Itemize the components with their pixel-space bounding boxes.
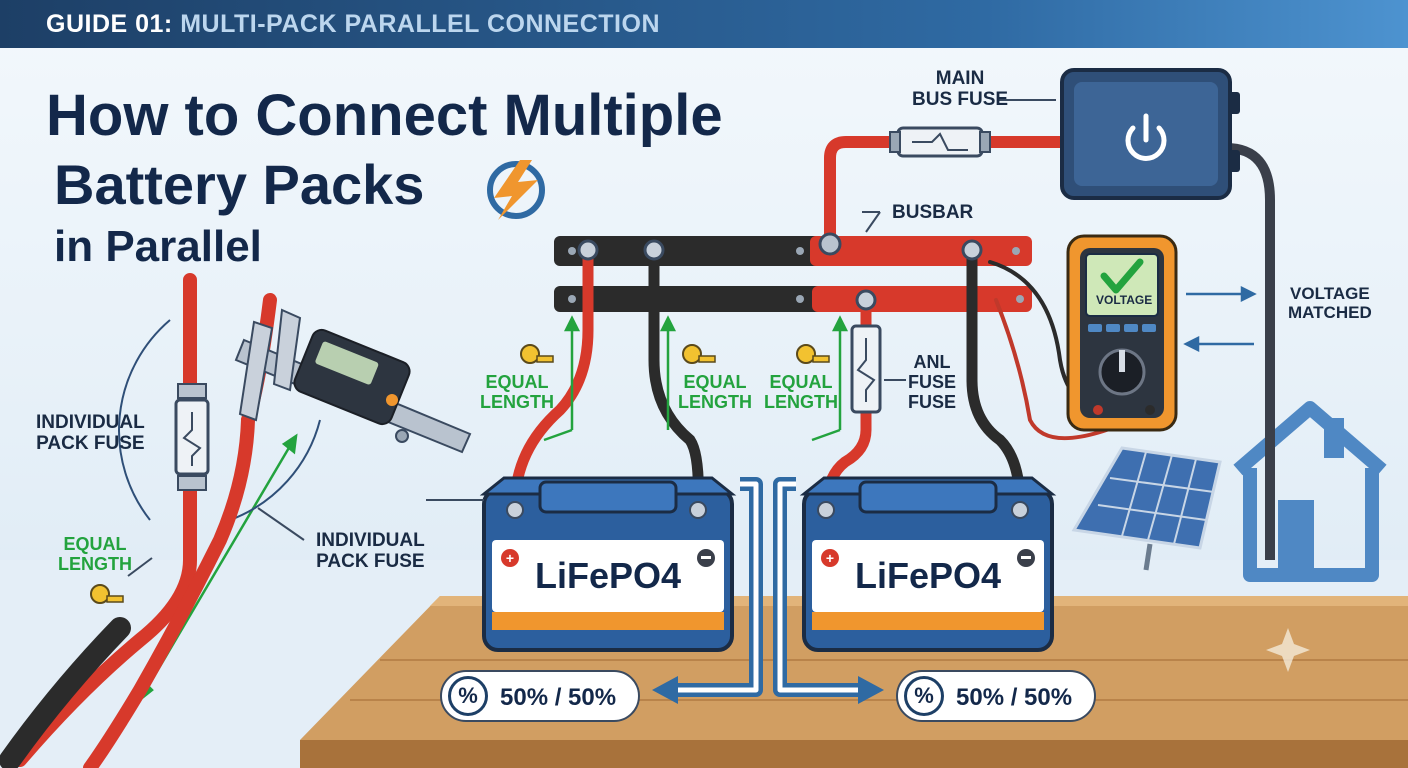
state-of-charge-badge-1: % 50% / 50%: [440, 670, 640, 722]
length-text: LENGTH: [58, 554, 132, 575]
inverter-box: [1060, 68, 1240, 200]
banner-title: GUIDE 01: MULTI-PACK PARALLEL CONNECTION: [46, 10, 660, 39]
inset-fuse: [174, 383, 210, 491]
pack-fuse-label-line-1: INDIVIDUAL: [36, 412, 145, 433]
detail-inset: [118, 319, 321, 521]
length-text: LENGTH: [480, 392, 554, 413]
checkmark-icon: [1100, 258, 1144, 294]
anl-fuse: [850, 324, 882, 414]
anl-fuse-label-line-3: FUSE: [908, 392, 957, 413]
banner-subtitle: MULTI-PACK PARALLEL CONNECTION: [180, 10, 661, 38]
equal-text: EQUAL: [683, 372, 747, 392]
battery-1: +: [479, 476, 737, 652]
busbar-upper: [554, 232, 1032, 266]
pack-fuse-label-line-1: INDIVIDUAL: [316, 530, 425, 551]
tape-measure-icon: [90, 344, 830, 604]
page-title-line-1: How to Connect Multiple: [46, 83, 723, 148]
top-banner: GUIDE 01: MULTI-PACK PARALLEL CONNECTION: [0, 0, 1408, 48]
battery-2: +: [799, 476, 1057, 652]
svg-text:+: +: [506, 550, 514, 566]
main-negative-cable: [1225, 143, 1275, 560]
state-of-charge-value: 50% / 50%: [956, 684, 1073, 711]
multimeter-screen-text: VOLTAGE: [1096, 293, 1153, 307]
page-title-line-3: in Parallel: [54, 222, 262, 271]
equal-length-label-3: EQUAL LENGTH: [764, 372, 838, 412]
main-positive-cable: [824, 136, 1068, 242]
voltage-matched-label-line-2: MATCHED: [1288, 303, 1372, 323]
banner-prefix: GUIDE 01:: [46, 10, 173, 38]
battery-1-positive-cable: [509, 252, 594, 511]
equal-length-label-inset: EQUAL LENGTH: [58, 534, 132, 574]
anl-fuse-label-line-1: ANL: [913, 352, 951, 372]
pack-fuse-label-line-2: PACK FUSE: [316, 551, 425, 573]
anl-fuse-label-line-2: FUSE: [908, 372, 957, 393]
equal-text: EQUAL: [769, 372, 833, 392]
individual-pack-fuse-label-inset: INDIVIDUAL PACK FUSE: [36, 412, 145, 455]
leader-busbar-2: [865, 211, 881, 233]
equal-text: EQUAL: [485, 372, 549, 392]
percent-icon: %: [904, 676, 944, 716]
main-bus-fuse-label: MAIN BUS FUSE: [912, 68, 1008, 111]
leader-equal-inset: [127, 557, 153, 577]
lightning-bolt-icon: [487, 160, 545, 220]
percent-icon: %: [448, 676, 488, 716]
ring-terminals: [577, 239, 983, 311]
length-text: LENGTH: [764, 392, 838, 413]
battery-1-negative-cable: [648, 252, 704, 511]
main-bus-fuse-label-line-2: BUS FUSE: [912, 89, 1009, 111]
main-bus-fuse: [889, 126, 991, 158]
current-flow-arrows: [652, 477, 884, 704]
voltage-matched-arrows: [1183, 285, 1257, 353]
equal-length-label-2: EQUAL LENGTH: [678, 372, 752, 412]
busbar-lower: [554, 286, 1032, 312]
voltage-matched-label-line-1: VOLTAGE: [1290, 284, 1370, 303]
pack-fuse-label-line-2: PACK FUSE: [36, 433, 145, 455]
leader-pack-fuse-inset: [257, 507, 305, 541]
individual-pack-fuse-label: INDIVIDUAL PACK FUSE: [316, 530, 425, 573]
equal-text: EQUAL: [63, 534, 127, 554]
anl-fuse-label: ANL FUSE FUSE: [908, 352, 956, 412]
power-icon: [1125, 113, 1167, 161]
svg-text:+: +: [826, 550, 834, 566]
voltage-matched-label: VOLTAGE MATCHED: [1288, 284, 1372, 322]
sparkle-icon: [1266, 628, 1310, 672]
state-of-charge-badge-2: % 50% / 50%: [896, 670, 1096, 722]
house-icon: [1233, 401, 1387, 582]
main-bus-fuse-label-line-1: MAIN: [935, 68, 985, 89]
state-of-charge-value: 50% / 50%: [500, 684, 617, 711]
busbar-label: BUSBAR: [892, 202, 974, 223]
caliper-icon: [234, 308, 472, 454]
solar-panel-icon: [1071, 446, 1222, 571]
page-title-line-2: Battery Packs: [54, 153, 425, 216]
battery-2-label: LiFePO4: [854, 555, 1002, 596]
equal-length-label-1: EQUAL LENGTH: [480, 372, 554, 412]
length-text: LENGTH: [678, 392, 752, 413]
battery-1-label: LiFePO4: [534, 555, 682, 596]
multimeter: [1066, 234, 1178, 432]
